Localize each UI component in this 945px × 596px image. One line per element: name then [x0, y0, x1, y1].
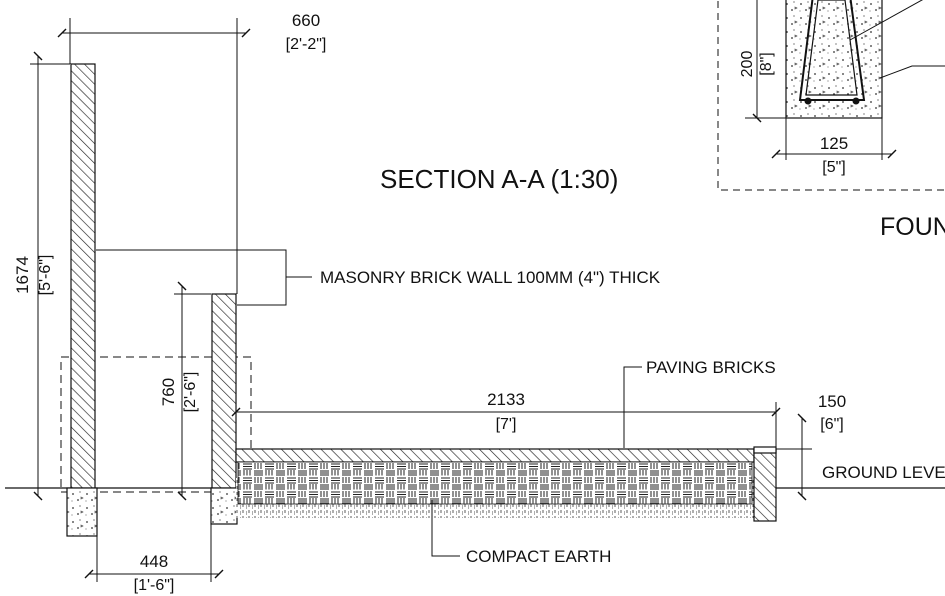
detail-height-imperial: [8"]: [758, 52, 775, 75]
dim-paving-length-imperial: [7']: [496, 416, 517, 433]
detail-title: FOUN: [880, 213, 945, 241]
tall-wall-footing: [66, 487, 98, 537]
dim-tall-height-metric: 1674: [13, 256, 32, 294]
detail-frame: [717, 0, 945, 191]
foundation-detail: 200 [8"] 125 [5"] FOUN: [717, 0, 945, 241]
paving-section: [235, 446, 777, 522]
detail-width-imperial: [5"]: [822, 159, 845, 176]
dim-tall-height-imperial: [5'-6"]: [37, 255, 54, 296]
detail-footing: [785, 0, 883, 119]
section-cut-zone: [60, 356, 252, 493]
paving-leader: [623, 366, 642, 448]
earth-leader: [431, 500, 460, 557]
tall-wall: [66, 63, 98, 537]
paving-brick-layer: [237, 461, 753, 505]
rebar-right: [852, 97, 860, 105]
dim-curb-height-metric: 150: [818, 392, 846, 411]
dim-paving-length-metric: 2133: [487, 390, 525, 409]
label-ground-level: GROUND LEVEL: [822, 463, 945, 482]
label-masonry-wall: MASONRY BRICK WALL 100MM (4") THICK: [320, 268, 661, 287]
dim-wall-spacing-imperial: [2'-2"]: [286, 36, 327, 53]
curb: [753, 448, 777, 522]
detail-width-metric: 125: [820, 134, 848, 153]
section-title: SECTION A-A (1:30): [380, 164, 618, 194]
wall-leader: [96, 249, 287, 306]
dim-short-height-metric: 760: [159, 378, 178, 406]
dim-footing-spacing-imperial: [1'-6"]: [134, 577, 175, 594]
short-wall-footing: [210, 487, 238, 525]
dim-footing-spacing-metric: 448: [140, 552, 168, 571]
dim-curb-height-imperial: [6"]: [820, 416, 843, 433]
dim-short-height-imperial: [2'-6"]: [182, 372, 199, 413]
rebar-left: [804, 97, 812, 105]
paving-bricks-top: [235, 448, 755, 463]
label-paving-bricks: PAVING BRICKS: [646, 358, 776, 377]
detail-rebar-stirrup: [798, 0, 866, 101]
dim-wall-spacing-metric: 660: [292, 11, 320, 30]
label-compact-earth: COMPACT EARTH: [466, 547, 611, 566]
short-wall: [210, 293, 238, 525]
detail-height-metric: 200: [739, 51, 756, 78]
